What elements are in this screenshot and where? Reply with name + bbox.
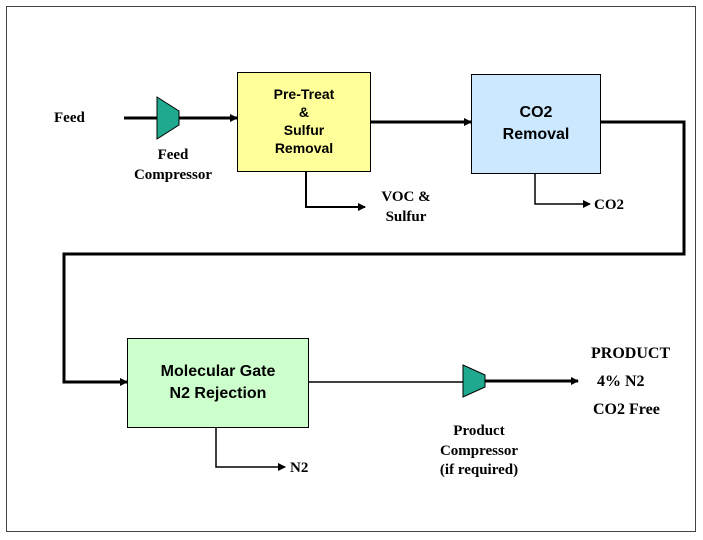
product-compressor-label: Product Compressor (if required) (439, 423, 519, 478)
product-line-1: PRODUCT (591, 345, 671, 362)
co2-outlet-line (534, 174, 591, 208)
n2-outlet-label: N2 (290, 460, 309, 476)
molecular-gate-label: Molecular Gate N2 Rejection (160, 363, 276, 402)
product-compressor-icon (462, 364, 486, 398)
voc-outlet-line (305, 172, 366, 211)
product-line-3: CO2 Free (593, 401, 660, 418)
molecular-gate-n2-rejection-box: Molecular Gate N2 Rejection (127, 338, 309, 428)
co2-removal-label: CO2 Removal (502, 104, 570, 143)
co2-removal-box: CO2 Removal (471, 74, 601, 174)
product-line-2: 4% N2 (597, 373, 645, 390)
pretreat-label: Pre-Treat & Sulfur Removal (273, 86, 335, 156)
co2-outlet-label: CO2 (594, 197, 624, 213)
voc-sulfur-label: VOC & Sulfur (381, 189, 431, 225)
feed-compressor-label: Feed Compressor (133, 147, 213, 183)
diagram-frame (6, 6, 696, 532)
n2-outlet-line (215, 428, 286, 471)
feed-compressor-icon (156, 96, 180, 140)
pretreat-sulfur-removal-box: Pre-Treat & Sulfur Removal (237, 72, 371, 172)
co2-to-molecular-gate-line (62, 120, 686, 386)
feed-label: Feed (54, 110, 85, 126)
